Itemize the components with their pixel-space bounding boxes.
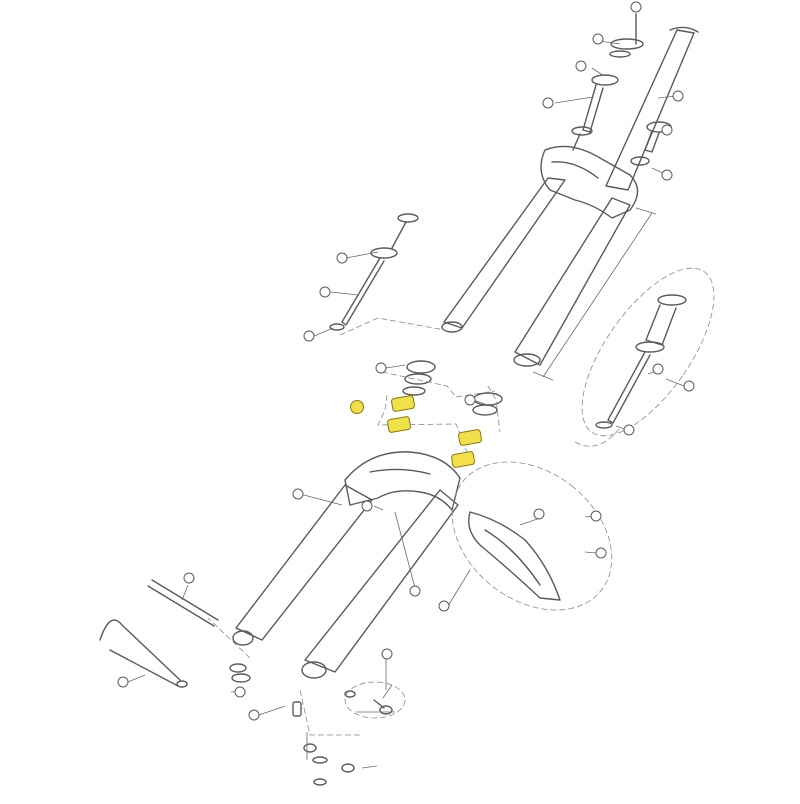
callout-16 (623, 424, 635, 436)
callout-22 (234, 686, 246, 698)
callout-9 (319, 286, 331, 298)
dimension-lines (532, 207, 657, 381)
callout-2 (592, 33, 604, 45)
top-cap-parts (571, 13, 644, 151)
callout-3 (575, 60, 587, 72)
callout-11 (375, 362, 387, 374)
fender (468, 511, 561, 601)
callout-14 (652, 363, 664, 375)
upper-stanchion-right (513, 197, 631, 367)
callout-24 (438, 600, 450, 612)
callout-21 (117, 676, 129, 688)
callout-17 (292, 488, 304, 500)
lower-leg-left (232, 484, 373, 646)
lower-leg-right (301, 489, 459, 679)
callout-10 (303, 330, 315, 342)
lower-leg-arch (344, 451, 461, 511)
assembly-guides (207, 267, 715, 736)
seal-group-left (402, 360, 436, 396)
callout-28 (381, 648, 393, 660)
lower-hardware-left (229, 663, 302, 717)
callout-20 (183, 572, 195, 584)
highlighted-parts (387, 395, 482, 468)
callout-group (117, 1, 695, 721)
callout-23 (248, 709, 260, 721)
callout-13 (464, 394, 476, 406)
callout-27 (595, 547, 607, 559)
callout-6 (661, 124, 673, 136)
callout-1 (630, 1, 642, 13)
callout-4 (542, 97, 554, 109)
callout-8 (336, 252, 348, 264)
foam-ring-pad (387, 416, 411, 433)
callout-19 (409, 585, 421, 597)
foam-ring-pad (391, 395, 415, 412)
damper-cartridge (595, 294, 687, 429)
lower-hardware-right (303, 690, 393, 786)
axle-shaft (147, 579, 219, 627)
callout-12 (350, 400, 364, 414)
callout-26 (590, 510, 602, 522)
callout-15 (683, 380, 695, 392)
callout-5 (672, 90, 684, 102)
callout-25 (533, 508, 545, 520)
crown-upper (540, 145, 639, 219)
upper-stanchion-left (441, 177, 566, 333)
left-shaft-assembly (329, 213, 419, 331)
foam-ring-pad (458, 429, 482, 446)
thru-axle (99, 619, 188, 688)
steerer-tube (605, 26, 699, 191)
callout-18 (361, 500, 373, 512)
callout-7 (661, 169, 673, 181)
foam-ring-pad (451, 451, 475, 468)
